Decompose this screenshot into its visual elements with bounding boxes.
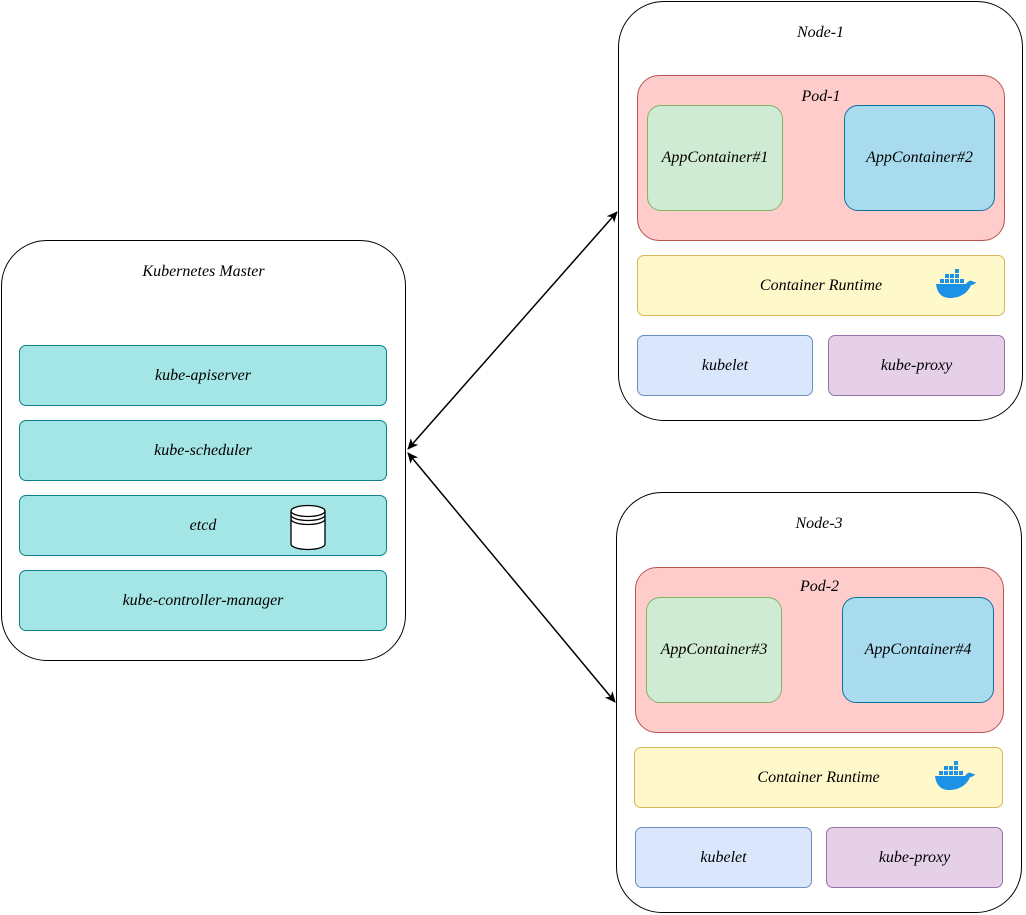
kubelet-node-1: kubelet bbox=[637, 335, 813, 396]
container-runtime-label: Container Runtime bbox=[759, 276, 883, 294]
app-container-4: AppContainer#4 bbox=[842, 597, 994, 703]
app-container-3-label: AppContainer#3 bbox=[660, 641, 768, 658]
kube-proxy-node-3: kube-proxy bbox=[826, 827, 1003, 888]
kube-controller-manager: kube-controller-manager bbox=[19, 570, 387, 631]
master-node1-arrow bbox=[407, 211, 618, 450]
app-container-1: AppContainer#1 bbox=[647, 105, 783, 211]
app-container-4-label: AppContainer#4 bbox=[864, 641, 972, 658]
master-node3-arrow bbox=[407, 452, 616, 703]
kube-proxy-label: kube-proxy bbox=[878, 848, 951, 866]
kubelet-label: kubelet bbox=[701, 356, 749, 374]
database-cylinder-icon bbox=[290, 504, 326, 551]
docker-whale-icon bbox=[936, 269, 976, 298]
container-runtime-node-1: Container Runtime bbox=[637, 255, 1005, 316]
container-runtime-label: Container Runtime bbox=[757, 768, 880, 786]
container-runtime-node-3: Container Runtime bbox=[634, 747, 1003, 808]
pod-2-title: Pod-2 bbox=[799, 578, 840, 595]
kube-apiserver-label: kube-apiserver bbox=[155, 366, 251, 384]
kube-apiserver: kube-apiserver bbox=[19, 345, 387, 406]
app-container-3: AppContainer#3 bbox=[646, 597, 782, 703]
kube-scheduler-label: kube-scheduler bbox=[154, 441, 252, 459]
kube-proxy-label: kube-proxy bbox=[880, 356, 953, 374]
kubelet-node-3: kubelet bbox=[635, 827, 812, 888]
kube-proxy-node-1: kube-proxy bbox=[828, 335, 1005, 396]
master-title: Kubernetes Master bbox=[142, 263, 265, 280]
kube-controller-manager-label: kube-controller-manager bbox=[122, 591, 284, 609]
pod-1-title: Pod-1 bbox=[801, 88, 841, 105]
app-container-1-label: AppContainer#1 bbox=[661, 149, 769, 166]
app-container-2: AppContainer#2 bbox=[844, 105, 995, 211]
etcd: etcd bbox=[19, 495, 387, 556]
node-3-title: Node-3 bbox=[795, 515, 843, 532]
kube-scheduler: kube-scheduler bbox=[19, 420, 387, 481]
etcd-label: etcd bbox=[189, 516, 217, 534]
docker-whale-icon bbox=[935, 761, 975, 790]
kubelet-label: kubelet bbox=[700, 848, 747, 866]
app-container-2-label: AppContainer#2 bbox=[866, 149, 973, 166]
node-1-title: Node-1 bbox=[796, 24, 845, 41]
